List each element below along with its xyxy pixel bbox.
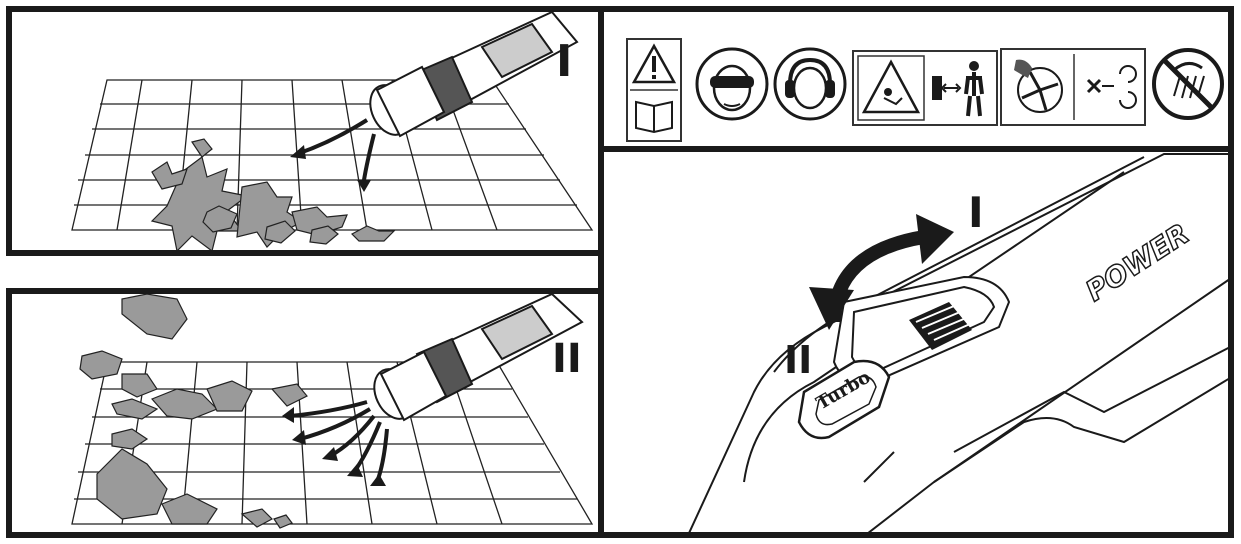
keep-distance-icon [852, 50, 998, 126]
rotating-fan-hazard-icon [1000, 48, 1146, 126]
blower-housing [688, 153, 1228, 532]
mode-switch-illustration: POWER [688, 153, 1228, 532]
mode-two-label: II [552, 336, 582, 382]
mode-one-label: I [556, 36, 573, 87]
eye-protection-icon [695, 47, 769, 121]
switch-mode-one-label: I [968, 188, 984, 237]
warning-read-manual-icon [626, 38, 682, 142]
panel-mode-switch: POWER I II Turbo [598, 146, 1234, 538]
leaves-pile [150, 138, 396, 250]
no-rain-icon [1152, 48, 1224, 120]
leaves-flying [79, 294, 308, 529]
mode-switch-knob[interactable] [909, 302, 972, 350]
blower-mode-one-illustration [71, 12, 594, 250]
mode-switch-arrow [809, 214, 954, 330]
blower-tube [373, 294, 584, 422]
ground-grid [71, 79, 594, 231]
blower-tube [369, 12, 579, 138]
safety-icons-panel [598, 6, 1234, 152]
switch-mode-two-label: II [784, 338, 813, 382]
panel-mode-two: II [6, 288, 604, 538]
blower-mode-two-illustration [71, 294, 594, 529]
panel-mode-one: I [6, 6, 604, 256]
turbo-button[interactable] [797, 359, 891, 440]
ear-protection-icon [773, 47, 847, 121]
